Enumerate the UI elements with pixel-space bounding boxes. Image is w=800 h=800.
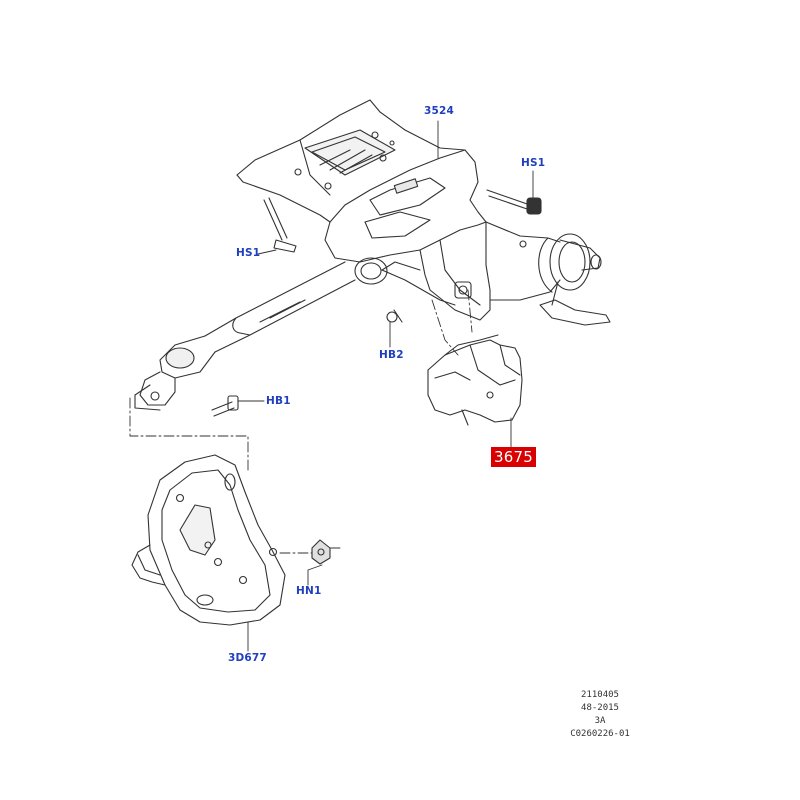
reference-line-4: C0260226-01 bbox=[570, 729, 630, 739]
callout-hs1-left: HS1 bbox=[236, 247, 261, 259]
column-bracket-drawing bbox=[236, 99, 611, 326]
module-3675-drawing bbox=[427, 334, 523, 426]
callout-hn1: HN1 bbox=[296, 585, 322, 597]
callout-3d677: 3D677 bbox=[228, 652, 267, 664]
intermediate-shaft-drawing bbox=[134, 261, 356, 411]
callout-hs1-right: HS1 bbox=[521, 157, 546, 169]
reference-line-3: 3A bbox=[594, 716, 606, 726]
callout-hb2: HB2 bbox=[379, 349, 404, 361]
callout-hb1: HB1 bbox=[266, 395, 291, 407]
reference-codes: 2110405 48-2015 3A C0260226-01 bbox=[560, 689, 640, 741]
leader-lines bbox=[237, 120, 534, 652]
assembly-lines bbox=[129, 289, 473, 554]
callout-3675: 3675 bbox=[491, 447, 536, 467]
reference-line-2: 48-2015 bbox=[581, 703, 619, 713]
callout-3524: 3524 bbox=[424, 105, 455, 117]
dash-plate-drawing bbox=[131, 454, 286, 626]
fasteners-drawing bbox=[211, 189, 542, 565]
reference-line-1: 2110405 bbox=[581, 690, 619, 700]
